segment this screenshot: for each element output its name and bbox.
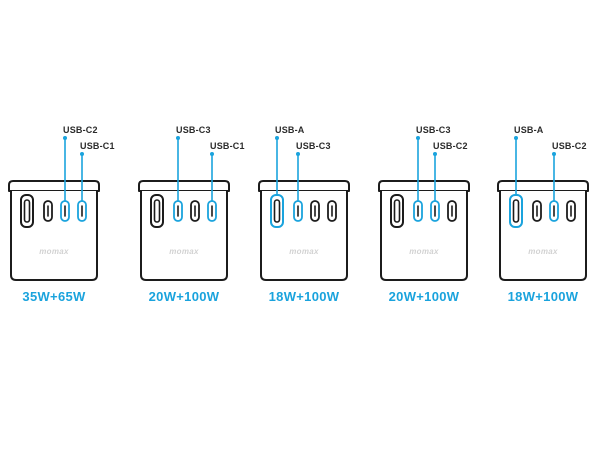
power-rating-label: 20W+100W [148,289,220,304]
port-callout-label: USB-C1 [210,141,245,151]
charger-top-band [8,180,100,192]
callout-dot [433,152,437,156]
power-rating-label: 18W+100W [268,289,340,304]
power-rating-label: 18W+100W [507,289,579,304]
usb-c-port [310,200,320,222]
charger-top-band [378,180,470,192]
port-callout-label: USB-C3 [296,141,331,151]
power-rating-label: 20W+100W [388,289,460,304]
charger-top-band [497,180,589,192]
port-callout-label: USB-C3 [176,125,211,135]
port-slot [273,199,281,223]
brand-logo: momax [169,247,199,256]
charger-top-band [258,180,350,192]
callout-dot [296,152,300,156]
callout-dot [63,136,67,140]
port-slot [153,199,161,223]
charger-device: momax [378,136,470,281]
port-slot [23,199,31,223]
usb-c-port [566,200,576,222]
charger-device: momax [138,136,230,281]
usb-c-port [447,200,457,222]
usb-a-port [390,194,404,228]
callout-dot [552,152,556,156]
port-slot [512,199,520,223]
port-callout-label: USB-A [275,125,305,135]
port-callout-label: USB-C2 [63,125,98,135]
usb-c-port [327,200,337,222]
usb-a-port [150,194,164,228]
port-callout-label: USB-C2 [552,141,587,151]
port-callout-label: USB-C1 [80,141,115,151]
brand-logo: momax [409,247,439,256]
charger-device: momax [258,136,350,281]
callout-dot [514,136,518,140]
power-rating-label: 35W+65W [22,289,86,304]
usb-c-port [43,200,53,222]
callout-dot [210,152,214,156]
brand-logo: momax [289,247,319,256]
port-callout-label: USB-C2 [433,141,468,151]
callout-dot [416,136,420,140]
port-callout-label: USB-C3 [416,125,451,135]
usb-c-port [532,200,542,222]
charger-device: momax [497,136,589,281]
port-slot [393,199,401,223]
callout-dot [275,136,279,140]
usb-a-port [20,194,34,228]
callout-dot [176,136,180,140]
usb-c-port [190,200,200,222]
brand-logo: momax [528,247,558,256]
charger-top-band [138,180,230,192]
port-callout-label: USB-A [514,125,544,135]
charger-device: momax [8,136,100,281]
brand-logo: momax [39,247,69,256]
callout-dot [80,152,84,156]
